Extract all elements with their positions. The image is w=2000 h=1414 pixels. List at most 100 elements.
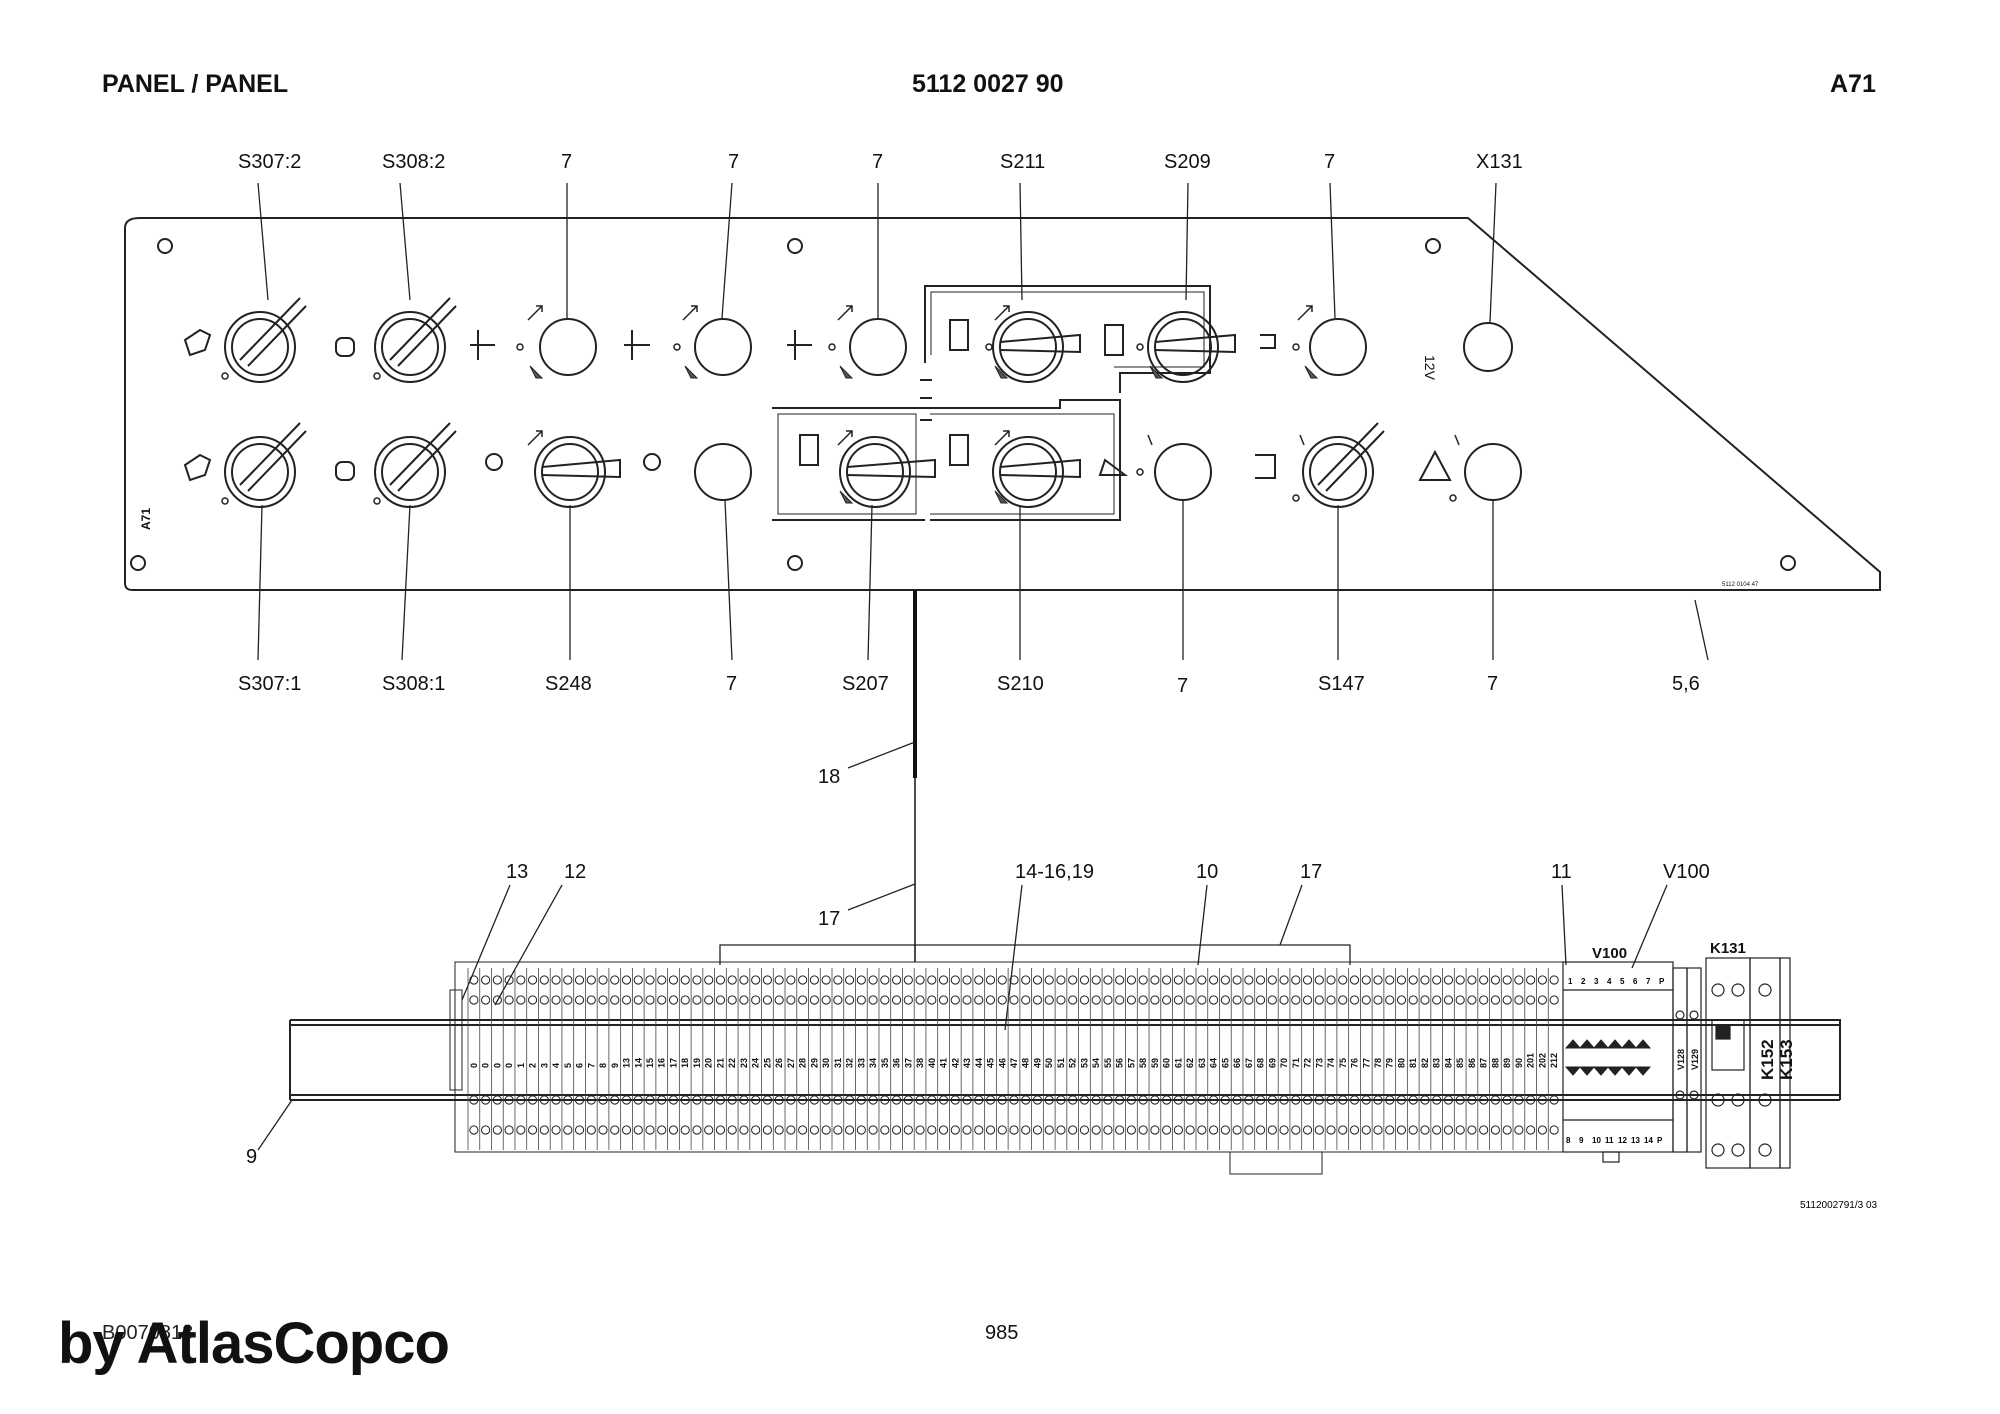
terminal-block: 24 xyxy=(749,968,761,1150)
terminal-number: 48 xyxy=(1021,1058,1031,1068)
callout-cable-18: 18 xyxy=(818,766,840,788)
terminal-number: 40 xyxy=(927,1058,937,1068)
terminal-number: 30 xyxy=(821,1058,831,1068)
callout-S248: S248 xyxy=(545,673,592,695)
terminal-block: 3 xyxy=(538,968,549,1150)
terminal-block: 42 xyxy=(949,968,960,1150)
terminal-number: 13 xyxy=(622,1058,632,1068)
terminal-block: 19 xyxy=(690,968,702,1150)
callouts-top: S307:2 S308:2 7 7 7 S211 S209 7 X131 xyxy=(238,151,1523,173)
terminal-number: 1 xyxy=(516,1063,526,1068)
terminal-block: 67 xyxy=(1242,968,1254,1150)
terminal-number: 68 xyxy=(1256,1058,1266,1068)
terminal-number: 85 xyxy=(1455,1058,1465,1068)
leaders-lower xyxy=(257,884,1668,1151)
v100-pin-bottom: P xyxy=(1657,1136,1663,1145)
v100-pin-top: 3 xyxy=(1594,977,1599,986)
terminal-number: 33 xyxy=(856,1058,866,1068)
terminal-block: 1 xyxy=(514,968,526,1150)
terminal-number: 69 xyxy=(1267,1058,1277,1068)
callout-S308-1: S308:1 xyxy=(382,673,445,695)
panel-voltage-label: 12V xyxy=(1422,355,1438,381)
terminal-block: 21 xyxy=(714,968,725,1150)
v100-pin-bottom: 14 xyxy=(1644,1136,1653,1145)
terminal-number: 23 xyxy=(739,1058,749,1068)
terminal-block: 44 xyxy=(972,968,984,1150)
terminal-block: 32 xyxy=(843,968,855,1150)
terminal-block: 43 xyxy=(960,968,972,1150)
terminal-block: 4 xyxy=(549,968,561,1150)
terminal-number: 22 xyxy=(727,1058,737,1068)
terminal-number: 77 xyxy=(1361,1058,1371,1068)
rotary-switches xyxy=(224,297,1385,508)
terminal-number: 4 xyxy=(551,1063,561,1068)
terminal-number: 15 xyxy=(645,1058,655,1068)
terminal-block: 26 xyxy=(772,968,784,1150)
terminal-number: 27 xyxy=(786,1058,796,1068)
terminal-block: 62 xyxy=(1183,968,1195,1150)
terminal-number: 32 xyxy=(845,1058,855,1068)
terminal-number: 56 xyxy=(1115,1058,1125,1068)
terminal-block: 90 xyxy=(1512,968,1524,1150)
terminal-block: 54 xyxy=(1089,968,1101,1150)
terminal-number: 0 xyxy=(469,1063,479,1068)
v100-pin-top: 2 xyxy=(1581,977,1586,986)
terminal-block: 46 xyxy=(995,968,1007,1150)
terminal-block: 13 xyxy=(620,968,632,1150)
callout-item-9: 9 xyxy=(246,1146,257,1168)
terminal-number: 43 xyxy=(962,1058,972,1068)
terminal-number: 38 xyxy=(915,1058,925,1068)
callout-S307-1: S307:1 xyxy=(238,673,301,695)
terminal-number: 66 xyxy=(1232,1058,1242,1068)
drawing-number: 5112002791/3 03 xyxy=(1800,1200,1878,1211)
terminal-block: 64 xyxy=(1207,968,1219,1150)
leaders-bottom xyxy=(257,499,1709,661)
terminal-block: 56 xyxy=(1113,968,1125,1150)
terminal-number: 74 xyxy=(1326,1058,1336,1068)
relay-label-K152: K152 xyxy=(1758,1039,1777,1080)
terminal-number: 51 xyxy=(1056,1058,1066,1068)
terminal-number: 14 xyxy=(633,1058,643,1068)
terminal-number: 6 xyxy=(575,1063,585,1068)
terminal-number: 84 xyxy=(1443,1058,1453,1068)
terminal-block: 80 xyxy=(1395,968,1406,1150)
terminal-number: 0 xyxy=(492,1063,502,1068)
callout-item-14-16-19: 14-16,19 xyxy=(1015,861,1094,883)
terminal-number: 16 xyxy=(657,1058,667,1068)
group-frame-lower xyxy=(772,399,1121,521)
terminal-block: 87 xyxy=(1477,968,1489,1150)
terminal-block: 2 xyxy=(526,968,538,1150)
terminal-number: 46 xyxy=(997,1058,1007,1068)
relay-label: K131 xyxy=(1710,940,1746,957)
terminal-block: 52 xyxy=(1066,968,1078,1150)
terminal-block: 40 xyxy=(925,968,937,1150)
terminal-number: 42 xyxy=(950,1058,960,1068)
terminal-block: 8 xyxy=(596,968,608,1150)
terminal-block: 84 xyxy=(1442,968,1453,1150)
terminal-number: 29 xyxy=(809,1058,819,1068)
terminal-block: 59 xyxy=(1148,968,1160,1150)
relay-k131 xyxy=(1705,957,1791,1169)
callout-item-11: 11 xyxy=(1551,861,1572,883)
terminal-block: 57 xyxy=(1125,968,1136,1150)
terminal-number: 47 xyxy=(1009,1058,1019,1068)
callout-item-13: 13 xyxy=(506,861,528,883)
v100-pin-top: 5 xyxy=(1620,977,1625,986)
terminal-number: 76 xyxy=(1350,1058,1360,1068)
v100-pin-top: 7 xyxy=(1646,977,1651,986)
terminal-block: 9 xyxy=(608,968,620,1150)
terminal-block: 14 xyxy=(631,968,643,1150)
group-frame-upper xyxy=(924,285,1211,393)
terminal-block: 65 xyxy=(1219,968,1230,1150)
callout-item-7: 7 xyxy=(726,673,737,695)
callout-S207: S207 xyxy=(842,673,889,695)
terminal-number: 88 xyxy=(1490,1058,1500,1068)
terminal-number: 0 xyxy=(481,1063,491,1068)
terminal-block: 77 xyxy=(1359,968,1371,1150)
v100-pin-top: 1 xyxy=(1568,977,1573,986)
terminal-block: 66 xyxy=(1230,968,1242,1150)
header-designation: A71 xyxy=(1830,70,1876,98)
v100-pin-bottom: 10 xyxy=(1592,1136,1601,1145)
